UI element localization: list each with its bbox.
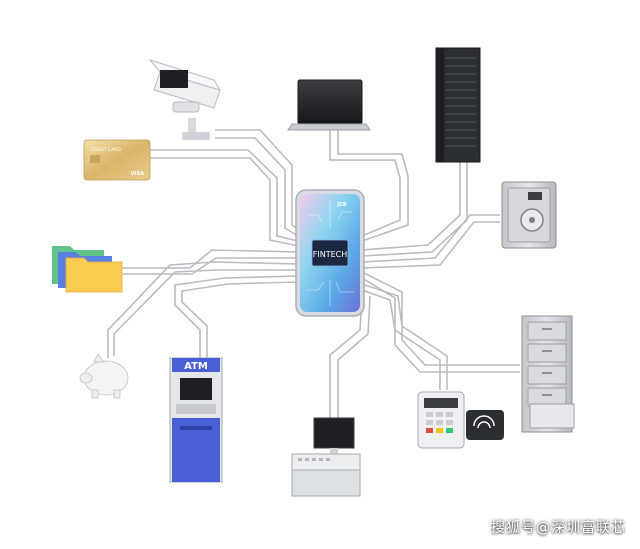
fintech-chip-label: FINTECH — [313, 250, 348, 259]
line-atm-2 — [181, 281, 299, 360]
security-camera-icon — [148, 59, 222, 140]
watermark: 搜狐号@深圳富联芯 — [491, 520, 626, 536]
smartphone: FINTECH JCB — [295, 189, 365, 317]
server-rack-icon — [435, 47, 481, 163]
fintech-chip — [311, 239, 349, 267]
line-folders — [122, 249, 299, 269]
line-safe — [361, 214, 500, 263]
piggy-bank-icon — [79, 353, 129, 399]
laptop-icon — [287, 79, 371, 131]
line-laptop-2 — [337, 128, 409, 242]
line-register-2 — [337, 295, 371, 418]
line-terminal — [361, 289, 441, 390]
folders-icon — [52, 246, 123, 293]
line-piggy-2 — [113, 269, 298, 356]
line-folders-2 — [122, 257, 298, 275]
line-safe-2 — [361, 221, 500, 269]
line-camera — [215, 137, 299, 237]
atm-label: ATM — [184, 361, 208, 372]
atm-icon: ATM — [169, 357, 223, 483]
circuit-lines — [107, 128, 520, 418]
card-terminal-icon — [417, 391, 504, 449]
credit-card-title: CREDIT CARD — [90, 147, 121, 153]
line-camera-2 — [215, 129, 301, 231]
cash-register-icon — [291, 417, 361, 497]
filing-cabinet-icon — [521, 315, 575, 433]
line-piggy — [107, 261, 299, 358]
circuit-pattern-icon — [306, 200, 354, 306]
line-card — [150, 157, 299, 247]
line-server — [361, 160, 461, 251]
safe-icon — [501, 181, 557, 249]
brand-mark: JCB — [336, 202, 347, 208]
credit-card-mark: VISA — [131, 171, 144, 177]
line-atm — [174, 275, 299, 360]
line-cabinet — [361, 277, 520, 373]
credit-card-icon: CREDIT CARD VISA — [83, 139, 151, 181]
line-card-2 — [150, 149, 299, 242]
line-cabinet-2 — [361, 271, 520, 366]
contactless-icon — [473, 415, 495, 429]
line-laptop — [329, 128, 401, 237]
line-server-2 — [361, 160, 468, 257]
